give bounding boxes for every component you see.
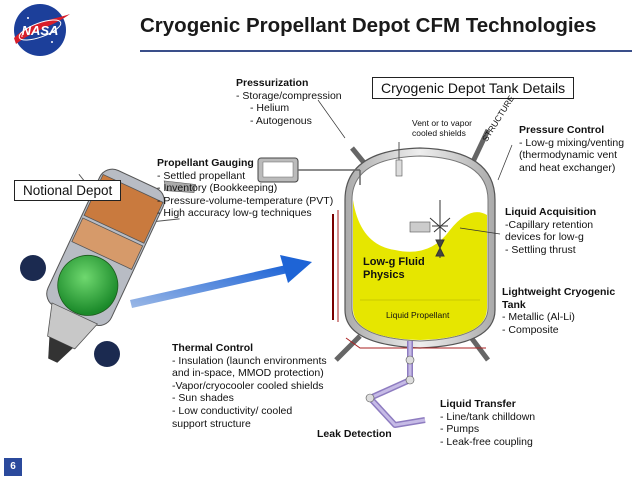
thermal-control-item: -Vapor/cryocooler cooled shields — [172, 379, 324, 392]
thermal-control-item: - Sun shades — [172, 392, 234, 405]
low-g-fluid-physics-label: Low-g Fluid Physics — [363, 256, 425, 281]
slide-title: Cryogenic Propellant Depot CFM Technolog… — [140, 14, 597, 37]
thermal-control-item: support structure — [172, 417, 251, 430]
pressure-control-heading: Pressure Control — [519, 124, 605, 136]
lightweight-tank-item: - Composite — [502, 323, 559, 336]
lightweight-tank-item: - Metallic (Al-Li) — [502, 311, 575, 324]
zoom-arrow — [130, 255, 312, 308]
lightweight-tank-heading: Lightweight Cryogenic — [502, 286, 616, 298]
propellant-gauging-label: Propellant Gauging - Settled propellant … — [157, 157, 333, 220]
lightweight-tank-label: Lightweight Cryogenic Tank - Metallic (A… — [502, 286, 615, 336]
pressure-control-label: Pressure Control - Low-g mixing/venting … — [519, 124, 624, 174]
cryogenic-tank — [257, 128, 496, 428]
pressure-control-item: and heat exchanger) — [519, 161, 616, 174]
propellant-gauging-item: - Inventory (Bookkeeping) — [157, 182, 278, 195]
pressurization-heading: Pressurization — [236, 77, 309, 89]
liquid-propellant-label: Liquid Propellant — [386, 310, 450, 320]
liquid-acquisition-item: - Settling thrust — [505, 243, 576, 256]
nasa-logo: NASA — [14, 4, 70, 56]
solar-array-left — [20, 255, 46, 281]
vent-line: cooled shields — [412, 128, 466, 138]
liquid-transfer-heading: Liquid Transfer — [440, 398, 516, 410]
liquid-acquisition-item: devices for low-g — [505, 231, 584, 244]
pressurization-item: - Autogenous — [250, 114, 312, 127]
page-number: 6 — [4, 458, 22, 476]
tank-details-box: Cryogenic Depot Tank Details — [372, 77, 575, 99]
propellant-gauging-item: - High accuracy low-g techniques — [157, 207, 312, 220]
liquid-transfer-item: - Leak-free coupling — [440, 435, 533, 448]
propellant-gauging-item: - Settled propellant — [157, 169, 246, 182]
notional-depot-label: Notional Depot — [23, 183, 113, 198]
title-underline — [140, 50, 632, 52]
pressurization-item: - Storage/compression — [236, 89, 342, 102]
liquid-transfer-item: - Pumps — [440, 423, 480, 436]
propellant-gauging-item: - Pressure-volume-temperature (PVT) — [157, 194, 334, 207]
liquid-transfer-item: - Line/tank chilldown — [440, 410, 536, 423]
thermal-control-item: and in-space, MMOD protection) — [172, 367, 324, 380]
pressure-control-item: - Low-g mixing/venting — [519, 136, 625, 149]
nasa-logo-text: NASA — [22, 23, 59, 38]
liquid-acquisition-label: Liquid Acquisition -Capillary retention … — [505, 206, 596, 256]
low-g-line: Low-g Fluid — [363, 256, 425, 268]
liquid-transfer-label: Liquid Transfer - Line/tank chilldown - … — [440, 398, 535, 448]
thermal-control-heading: Thermal Control — [172, 342, 254, 354]
thermal-control-item: - Low conductivity/ cooled — [172, 404, 293, 417]
vent-label: Vent or to vapor cooled shields — [412, 118, 472, 138]
pressurization-item: - Helium — [250, 102, 290, 115]
tank-details-label: Cryogenic Depot Tank Details — [381, 80, 566, 96]
pressurization-label: Pressurization - Storage/compression - H… — [236, 77, 342, 127]
solar-array-right — [94, 341, 120, 367]
liquid-acquisition-heading: Liquid Acquisition — [505, 206, 597, 218]
thermal-control-label: Thermal Control - Insulation (launch env… — [172, 342, 327, 430]
low-g-line: Physics — [363, 268, 405, 281]
leak-detection-label: Leak Detection — [317, 428, 392, 440]
lightweight-tank-heading: Tank — [502, 298, 526, 311]
liquid-acquisition-item: -Capillary retention — [505, 218, 594, 231]
pressure-control-item: (thermodynamic vent — [519, 149, 618, 162]
notional-depot-box: Notional Depot — [14, 180, 122, 201]
vent-line: Vent or to vapor — [412, 118, 473, 128]
propellant-gauging-heading: Propellant Gauging — [157, 157, 254, 169]
thermal-control-item: - Insulation (launch environments — [172, 354, 327, 367]
